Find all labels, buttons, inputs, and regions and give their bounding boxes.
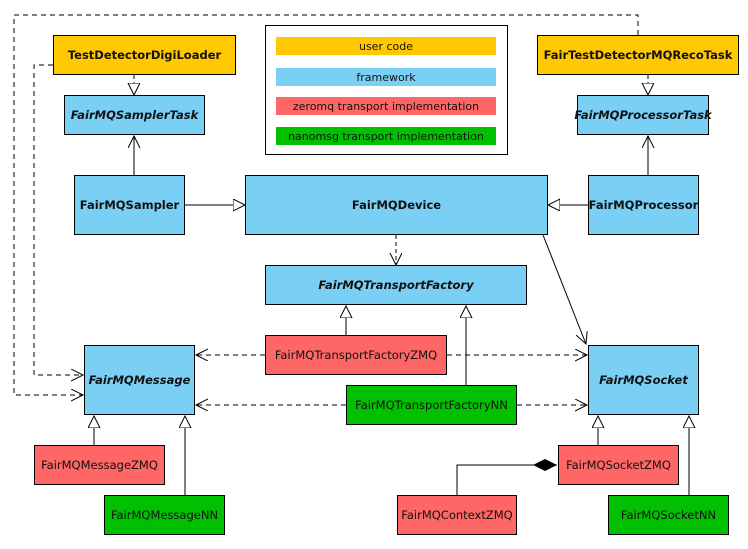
class-fairmqmessagezmq: FairMQMessageZMQ: [34, 445, 165, 485]
class-fairmqsocketzmq: FairMQSocketZMQ: [558, 445, 679, 485]
class-fairmqdevice: FairMQDevice: [245, 175, 548, 235]
class-fairmqtransportfactory: FairMQTransportFactory: [265, 265, 527, 305]
class-fairtestdetectormqrecotask: FairTestDetectorMQRecoTask: [537, 35, 739, 75]
class-fairmqsocket: FairMQSocket: [588, 345, 699, 415]
assoc-device-socket: [542, 234, 586, 344]
legend-user-code: user code: [276, 37, 496, 55]
class-fairmqtransportfactoryzmq: FairMQTransportFactoryZMQ: [265, 335, 447, 375]
comp-contextzmq-socketzmq: [456, 459, 557, 495]
class-fairmqtransportfactorynn: FairMQTransportFactoryNN: [346, 385, 517, 425]
class-fairmqsamplertask: FairMQSamplerTask: [64, 95, 205, 135]
class-fairmqsampler: FairMQSampler: [74, 175, 185, 235]
class-fairmqprocessor: FairMQProcessor: [588, 175, 699, 235]
dep-recotask-message: [13, 14, 639, 395]
class-fairmqsocketnn: FairMQSocketNN: [608, 495, 729, 535]
class-testdetectordigiloader: TestDetectorDigiLoader: [53, 35, 236, 75]
dep-digiloader-message: [33, 64, 83, 375]
class-fairmqmessage: FairMQMessage: [84, 345, 195, 415]
legend-zeromq: zeromq transport implementation: [276, 97, 496, 115]
class-fairmqprocessortask: FairMQProcessorTask: [574, 95, 712, 135]
legend-nanomsg: nanomsg transport implementation: [276, 127, 496, 145]
legend: user code framework zeromq transport imp…: [265, 25, 508, 155]
class-fairmqcontextzmq: FairMQContextZMQ: [397, 495, 517, 535]
legend-framework: framework: [276, 68, 496, 86]
class-fairmqmessagenn: FairMQMessageNN: [104, 495, 225, 535]
